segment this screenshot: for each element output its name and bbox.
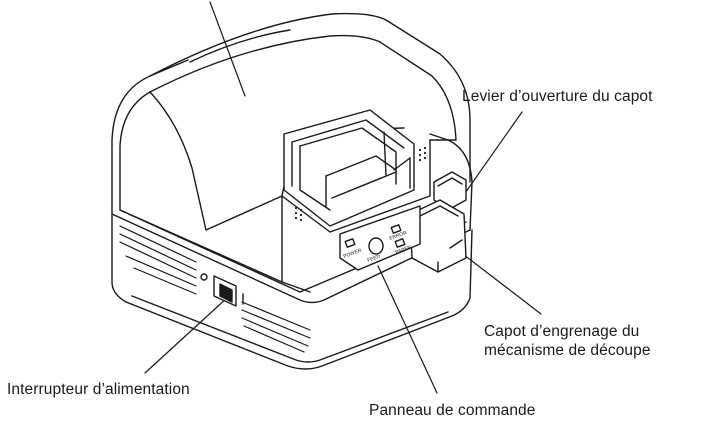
leader-control-panel — [378, 266, 437, 393]
power-switch[interactable] — [201, 274, 243, 306]
label-gear-cover-line2: mécanisme de découpe — [484, 341, 651, 360]
label-control-panel: Panneau de commande — [369, 401, 536, 420]
power-symbol-icon — [201, 274, 207, 280]
label-cover-lever: Levier d’ouverture du capot — [462, 87, 653, 106]
label-gear-cover-line1: Capot d’engrenage du — [484, 322, 651, 341]
leader-power-switch — [145, 297, 228, 373]
leader-top-cover — [210, 2, 245, 96]
speaker-dots-right — [419, 147, 426, 161]
label-power-switch: Interrupteur d’alimentation — [7, 380, 190, 399]
label-gear-cover: Capot d’engrenage du mécanisme de découp… — [484, 322, 651, 360]
